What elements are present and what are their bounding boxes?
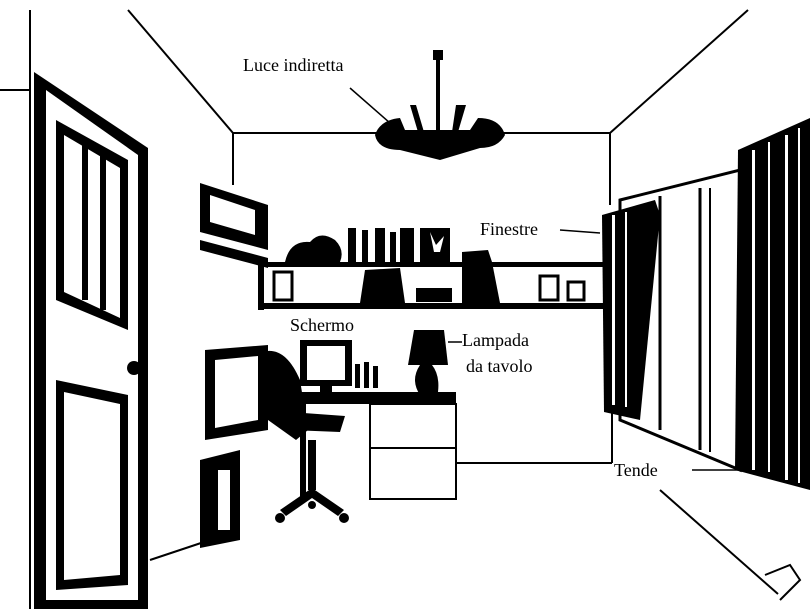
leader-lines bbox=[349, 87, 745, 471]
label-screen: Schermo bbox=[290, 315, 354, 335]
office-chair bbox=[262, 350, 349, 523]
table-lamp bbox=[408, 330, 448, 405]
wall-shelf bbox=[258, 228, 605, 310]
label-windows: Finestre bbox=[480, 219, 538, 239]
chandelier bbox=[375, 50, 505, 160]
desk bbox=[298, 392, 457, 500]
label-table-lamp-line2: da tavolo bbox=[466, 356, 533, 376]
label-indirect-light: Luce indiretta bbox=[243, 55, 344, 75]
door bbox=[34, 72, 148, 609]
left-bookshelf bbox=[200, 183, 268, 548]
room-structure bbox=[0, 9, 779, 609]
floor-detail bbox=[764, 563, 802, 601]
label-table-lamp-line1: Lampada bbox=[462, 330, 529, 350]
door-handle bbox=[127, 361, 141, 375]
label-curtains: Tende bbox=[614, 460, 658, 480]
desk-items bbox=[355, 362, 378, 388]
monitor bbox=[300, 340, 352, 392]
curtains bbox=[602, 118, 810, 490]
